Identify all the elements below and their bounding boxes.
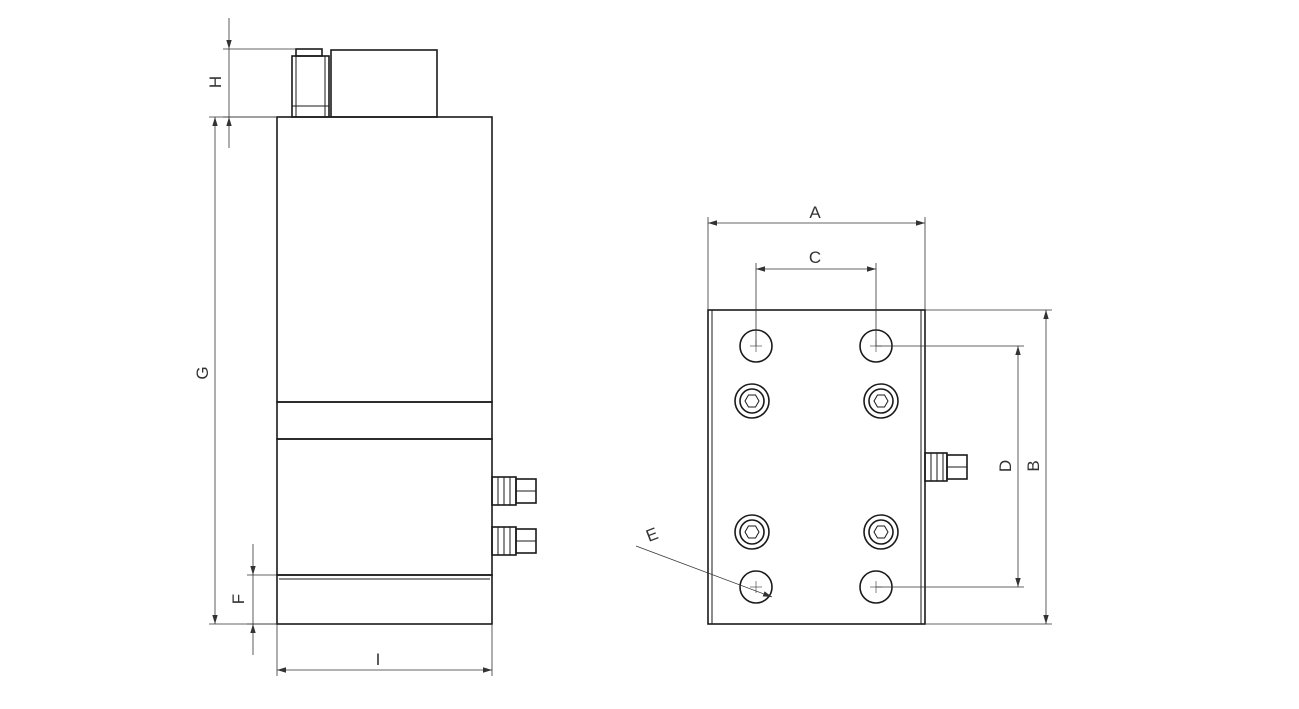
top-view: A C D B E — [635, 203, 1052, 625]
socket-bolt — [734, 383, 770, 419]
dimension-label-d: D — [996, 460, 1015, 472]
dimension-label-a: A — [809, 203, 821, 222]
side-view-base-plate — [276, 574, 493, 625]
dimension-label-h: H — [206, 76, 225, 88]
top-connector — [291, 48, 330, 118]
dimension-c: C — [755, 248, 877, 346]
top-view-fitting — [924, 452, 968, 482]
socket-bolt — [734, 514, 770, 550]
dimension-e: E — [635, 524, 773, 598]
top-view-plate — [707, 309, 926, 625]
socket-bolt — [863, 383, 899, 419]
dimension-g: G — [193, 116, 277, 625]
dimension-label-i: I — [376, 650, 381, 669]
dimension-f: F — [229, 544, 277, 655]
side-view-upper-body — [276, 116, 493, 403]
side-view-middle-band — [276, 401, 493, 440]
dimension-i: I — [276, 624, 493, 676]
dimension-label-c: C — [809, 248, 821, 267]
side-fitting-upper — [491, 476, 537, 506]
dimension-label-e: E — [643, 524, 660, 546]
dimension-h: H — [206, 18, 296, 148]
top-box — [330, 49, 438, 118]
socket-bolt — [863, 514, 899, 550]
side-fitting-lower — [491, 526, 537, 556]
side-view: H G F I — [193, 18, 537, 676]
dimension-d: D — [876, 345, 1024, 588]
side-view-lower-body — [276, 438, 493, 576]
dimension-label-g: G — [193, 366, 212, 379]
dimension-label-f: F — [229, 594, 248, 604]
dimension-label-b: B — [1024, 460, 1043, 471]
dimension-b: B — [925, 309, 1052, 625]
dimension-a: A — [707, 203, 926, 310]
